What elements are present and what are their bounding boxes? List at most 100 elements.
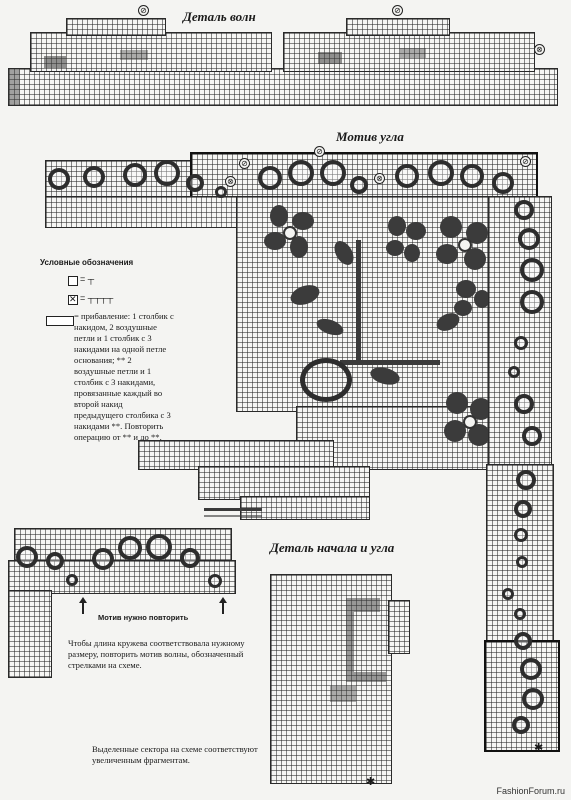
repeat-arrow-left-icon — [79, 597, 87, 614]
watermark: FashionForum.ru — [496, 786, 565, 796]
flower-5-center — [463, 415, 477, 429]
middle-stitch-row — [204, 508, 262, 511]
corner-col-ring-8 — [520, 658, 542, 680]
start-fill-2 — [346, 612, 354, 672]
corner-marker-2: ⊘ — [314, 146, 325, 157]
flower-3-petal-a — [440, 216, 462, 238]
stem-horizontal — [340, 360, 440, 365]
corner-top-ring-8 — [288, 160, 314, 186]
corner-right-ring-2 — [518, 228, 540, 250]
note-highlighted: Выделенные сектора на схеме соответствую… — [92, 744, 258, 765]
legend-symbol-open — [68, 276, 78, 286]
waves-grid-left-hump — [30, 32, 272, 72]
legend-description: = прибавление: 1 столбик с накидом, 2 во… — [74, 311, 174, 442]
corner-top-ring-7 — [258, 166, 282, 190]
flower-5-petal-b — [470, 398, 492, 420]
legend-title: Условные обозначения — [40, 258, 134, 267]
flower-2-petal-c — [386, 240, 404, 256]
legend-cross-icon: ✕ — [69, 294, 77, 304]
flower-1-center — [283, 226, 297, 240]
corner-top-band-left-strip — [45, 196, 237, 228]
corner-col-ring-6 — [514, 608, 526, 620]
legend-equals-1: = ┬ — [80, 274, 95, 284]
corner-col-ring-10 — [512, 716, 530, 734]
flower-4-petal-c — [454, 300, 472, 316]
corner-top-ring-3 — [123, 163, 147, 187]
corner-right-ring-8 — [522, 426, 542, 446]
corner-top-ring-12 — [428, 160, 454, 186]
corner-motif-title: Мотив угла — [336, 129, 404, 144]
corner-top-ring-9 — [320, 160, 346, 186]
middle-grid-mid — [198, 466, 370, 500]
corner-right-ring-3 — [520, 258, 544, 282]
repeat-ring-2 — [46, 552, 64, 570]
corner-marker-5: ⊗ — [374, 173, 385, 184]
waves-grid-right-top — [346, 18, 450, 36]
corner-marker-4: ⊗ — [225, 176, 236, 187]
corner-marker-3: ⊘ — [520, 156, 531, 167]
wave-marker-4: ⊗ — [534, 44, 545, 55]
legend-equals-2: = ┬┬┬┬ — [80, 293, 114, 303]
corner-right-ring-4 — [520, 290, 544, 314]
corner-top-ring-6 — [215, 186, 227, 198]
repeat-label: Мотив нужно повторить — [98, 613, 189, 622]
repeat-grid-main — [8, 560, 236, 594]
repeat-ring-7 — [180, 548, 200, 568]
corner-col-ring-5 — [502, 588, 514, 600]
flower-2-petal-a — [388, 216, 406, 236]
corner-col-ring-7 — [514, 632, 532, 650]
start-corner-title: Деталь начала и угла — [270, 540, 395, 555]
corner-top-ring-5 — [186, 174, 204, 192]
flower-5-petal-d — [468, 424, 490, 446]
corner-col-ring-1 — [516, 470, 536, 490]
repeat-ring-8 — [208, 574, 222, 588]
corner-top-ring-4 — [154, 160, 180, 186]
corner-top-ring-13 — [460, 164, 484, 188]
flower-1-petal-c — [264, 232, 286, 250]
repeat-grid-left-column — [8, 590, 52, 678]
waves-title: Деталь волн — [183, 9, 256, 24]
corner-right-ring-1 — [514, 200, 534, 220]
start-fill-4 — [330, 686, 356, 702]
flower-3-petal-d — [464, 248, 486, 270]
repeat-ring-1 — [16, 546, 38, 568]
corner-top-ring-2 — [83, 166, 105, 188]
flower-2-petal-b — [406, 222, 426, 240]
repeat-ring-3 — [66, 574, 78, 586]
waves-grid-left-top — [66, 18, 166, 36]
flower-4-petal-a — [456, 280, 476, 298]
flower-1-petal-a — [270, 205, 288, 227]
waves-fill-3 — [318, 52, 342, 64]
flower-4-petal-b — [474, 290, 490, 308]
corner-col-star: ✱ — [534, 742, 544, 754]
corner-col-ring-2 — [514, 500, 532, 518]
note-wave-length: Чтобы длина кружева соответствовала нужн… — [68, 638, 245, 670]
corner-right-ring-6 — [508, 366, 520, 378]
waves-fill-2 — [120, 50, 148, 60]
flower-2-petal-d — [404, 244, 420, 262]
start-fill-3 — [346, 672, 386, 682]
corner-col-ring-9 — [522, 688, 544, 710]
repeat-arrow-right-icon — [219, 597, 227, 614]
flower-1-petal-d — [290, 236, 308, 258]
corner-right-ring-7 — [514, 394, 534, 414]
waves-fill-1 — [44, 56, 66, 68]
flower-5-petal-c — [444, 420, 466, 442]
corner-top-ring-1 — [48, 168, 70, 190]
corner-top-ring-11 — [395, 164, 419, 188]
middle-stitch-row-2 — [204, 515, 262, 517]
stem-loop — [300, 358, 352, 402]
legend-symbol-increase — [46, 316, 74, 326]
start-grid-step — [388, 600, 410, 654]
corner-top-ring-10 — [350, 176, 368, 194]
waves-grid-base — [8, 68, 558, 106]
stem-vertical — [356, 240, 361, 364]
repeat-ring-6 — [146, 534, 172, 560]
middle-grid-top — [138, 440, 334, 470]
waves-fill-4 — [400, 48, 426, 58]
repeat-ring-4 — [92, 548, 114, 570]
flower-3-center — [458, 238, 472, 252]
waves-fill-5 — [8, 70, 20, 104]
flower-3-petal-c — [436, 244, 458, 264]
corner-col-ring-3 — [514, 528, 528, 542]
